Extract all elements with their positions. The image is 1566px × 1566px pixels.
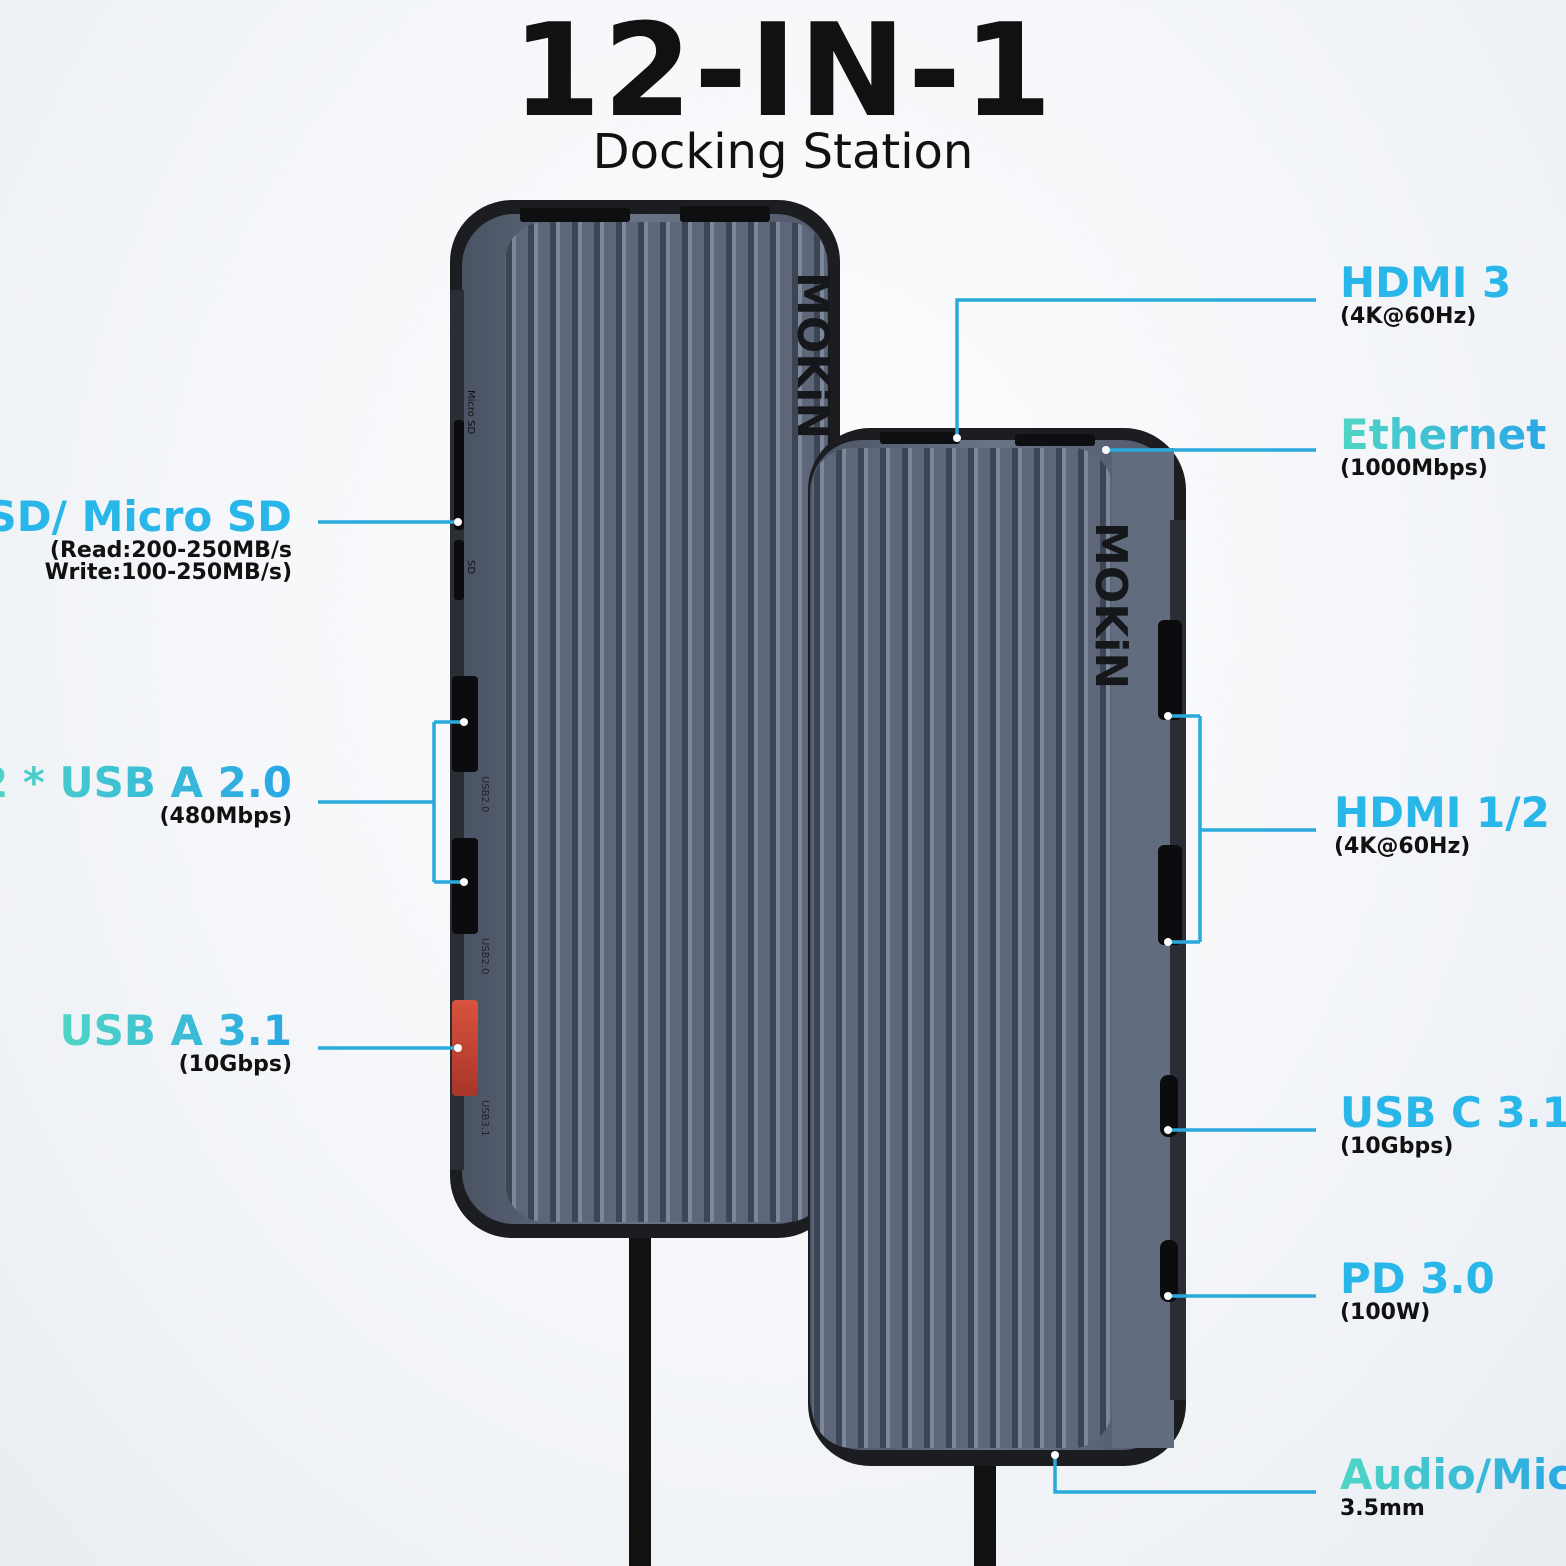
label-audio-name: Audio/Mic [1340, 1454, 1566, 1496]
label-sd-spec-read: (Read:200-250MB/s [49, 538, 292, 563]
label-pd30-spec: (100W) [1340, 1300, 1431, 1325]
label-hdmi3: HDMI 3 (4K@60Hz) [1340, 262, 1511, 328]
label-audio-spec: 3.5mm [1340, 1496, 1425, 1521]
label-pd30: PD 3.0 (100W) [1340, 1258, 1495, 1324]
microsd-slot [454, 420, 464, 530]
label-hdmi3-spec: (4K@60Hz) [1340, 304, 1477, 329]
left-hub: Micro SD SD USB2.0 USB2.0 USB3.1 MOKiN [450, 200, 840, 1238]
label-hdmi12-spec: (4K@60Hz) [1334, 834, 1471, 859]
callout-usb20 [318, 720, 464, 884]
label-ethernet: Ethernet (1000Mbps) [1340, 414, 1546, 480]
hdmi2-port [1158, 845, 1182, 945]
brand-logo-right: MOKiN [1085, 522, 1136, 689]
sd-marking: SD [465, 560, 476, 574]
label-usb31-spec: (10Gbps) [178, 1052, 292, 1077]
callout-lines [318, 298, 1316, 1494]
label-usb20-spec: (480Mbps) [159, 804, 292, 829]
label-ethernet-name: Ethernet [1340, 410, 1547, 459]
label-usb31: USB A 3.1 (10Gbps) [59, 1010, 292, 1076]
label-sd-spec-write: Write:100-250MB/s) [44, 560, 292, 585]
callout-audio [1053, 1455, 1316, 1494]
callout-dots [454, 434, 1172, 1459]
page-subtitle: Docking Station [592, 124, 974, 180]
label-hdmi12: HDMI 1/2 (4K@60Hz) [1334, 792, 1550, 858]
hdmi1-port [1158, 620, 1182, 720]
callout-hdmi3 [955, 298, 1316, 438]
usb3-port [452, 1000, 478, 1096]
label-usb20: 2 * USB A 2.0 (480Mbps) [0, 762, 292, 828]
page-title: 12-IN-1 [511, 0, 1055, 146]
sd-slot [454, 540, 464, 600]
callout-hdmi12 [1168, 714, 1316, 944]
right-hub: MOKiN [808, 428, 1186, 1466]
label-sd: SD/ Micro SD (Read:200-250MB/s Write:100… [0, 496, 292, 584]
label-ethernet-spec: (1000Mbps) [1340, 456, 1488, 481]
label-hdmi12-name: HDMI 1/2 [1334, 788, 1550, 837]
usbc-port [1160, 1075, 1178, 1137]
usb2-b-marking: USB2.0 [479, 938, 490, 974]
microsd-marking: Micro SD [465, 390, 476, 434]
label-pd30-name: PD 3.0 [1340, 1254, 1495, 1303]
pd-port [1160, 1240, 1178, 1302]
label-usbc31: USB C 3.1 (10Gbps) [1340, 1092, 1566, 1158]
label-usb20-name: 2 * USB A 2.0 [0, 762, 292, 804]
label-usb31-name: USB A 3.1 [59, 1006, 292, 1055]
usb3-marking: USB3.1 [479, 1100, 490, 1136]
usb2-port-b [452, 838, 478, 934]
label-audio: Audio/Mic 3.5mm [1340, 1454, 1566, 1520]
brand-logo-left: MOKiN [787, 272, 838, 439]
label-sd-name: SD/ Micro SD [0, 492, 292, 541]
usb2-a-marking: USB2.0 [479, 776, 490, 812]
label-hdmi3-name: HDMI 3 [1340, 258, 1512, 307]
label-usbc31-spec: (10Gbps) [1340, 1134, 1454, 1159]
label-usbc31-name: USB C 3.1 [1340, 1088, 1566, 1137]
